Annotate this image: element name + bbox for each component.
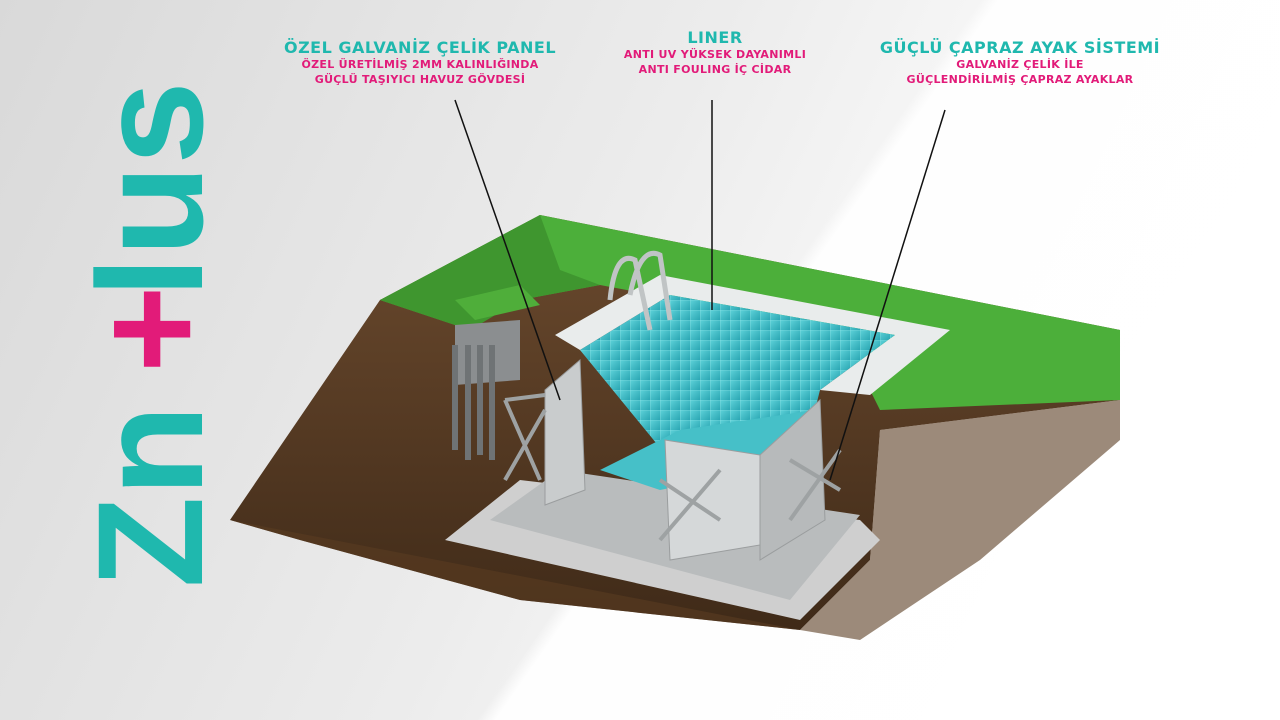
callout-cross-legs-line-1: GALVANİZ ÇELİK İLE [956,58,1084,71]
znplus-logo: Zn + lus [66,81,234,588]
steel-panel-right [759,398,826,561]
callout-steel-panel-title: ÖZEL GALVANİZ ÇELİK PANEL [283,38,557,57]
cross-leg-right [788,448,842,522]
cross-leg-left [503,393,547,481]
filter-lid [455,285,540,320]
soil-front [230,400,1120,640]
steel-panel-left [544,358,586,506]
pool-ladder [607,251,673,331]
callout-liner-line-1: ANTI UV YÜKSEK DAYANIMLI [623,48,807,61]
steel-panel-front [664,439,761,561]
callout-liner-line-2: ANTI FOULING İÇ CİDAR [638,63,792,76]
callout-liner: LINER ANTI UV YÜKSEK DAYANIMLI ANTI FOUL… [600,28,830,77]
callout-steel-panel-line-2: GÜÇLÜ TAŞIYICI HAVUZ GÖVDESİ [314,73,526,86]
pointer-line-legs [829,109,946,481]
pointer-line-panel [454,99,561,401]
filter-pipes [452,345,495,460]
svg-text:lus: lus [66,81,234,298]
callout-liner-title: LINER [687,28,743,47]
callout-steel-panel-line-1: ÖZEL ÜRETİLMİŞ 2MM KALINLIĞINDA [301,58,539,71]
filter-box [455,320,520,385]
cross-leg-front [658,468,722,542]
pool-back-wall [580,295,895,460]
grass-top-shade [380,215,600,330]
svg-text:+: + [66,285,234,373]
callout-cross-legs-line-2: GÜÇLENDİRİLMİŞ ÇAPRAZ AYAKLAR [906,73,1134,86]
callout-cross-legs-title: GÜÇLÜ ÇAPRAZ AYAK SİSTEMİ [879,38,1161,57]
coping [555,275,950,395]
callout-cross-legs: GÜÇLÜ ÇAPRAZ AYAK SİSTEMİ GALVANİZ ÇELİK… [860,38,1180,87]
callout-steel-panel: ÖZEL GALVANİZ ÇELİK PANEL ÖZEL ÜRETİLMİŞ… [270,38,570,87]
svg-text:Zn: Zn [66,405,234,588]
